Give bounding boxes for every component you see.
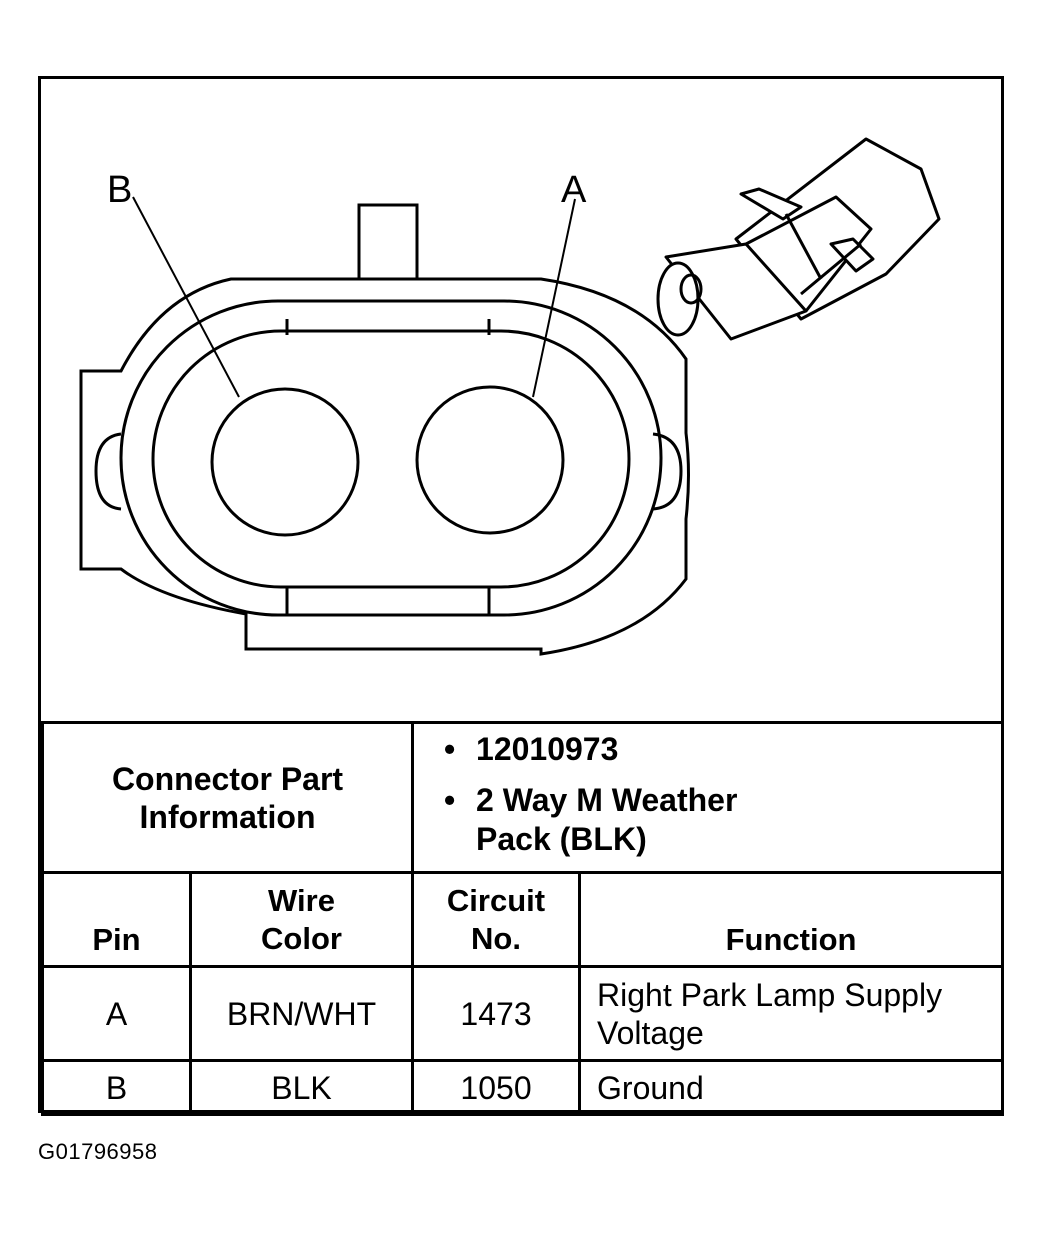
row-b-function: Ground (578, 1059, 1005, 1116)
header-circuit-no: Circuit No. (411, 871, 582, 968)
header-function: Function (578, 871, 1005, 968)
row-a-pin: A (41, 965, 192, 1062)
row-a-wire-color: BRN/WHT (188, 965, 415, 1062)
connector-housing (79, 277, 690, 656)
table-row: A BRN/WHT 1473 Right Park Lamp Supply Vo… (41, 965, 1005, 1062)
pin-label-b: B (107, 169, 132, 211)
leader-line-b (132, 196, 240, 398)
leader-line-a (532, 198, 576, 398)
connector-part-info-values: 12010973 2 Way M Weather Pack (BLK) (411, 721, 1005, 874)
connector-inner-oval (151, 329, 631, 589)
connector-perspective-icon (656, 137, 941, 341)
connector-description: 2 Way M Weather Pack (BLK) (444, 781, 806, 859)
connector-part-info-label: Connector Part Information (40, 721, 415, 874)
pin-cavity-a (415, 385, 565, 535)
pin-label-a: A (561, 169, 587, 211)
row-a-function: Right Park Lamp Supply Voltage (578, 965, 1005, 1062)
figure-id: G01796958 (38, 1139, 158, 1164)
connector-face-diagram: B A (79, 137, 941, 656)
bottom-key-rib (285, 587, 491, 615)
row-a-circuit-no: 1473 (411, 965, 582, 1062)
top-key-rib (285, 319, 491, 335)
connector-part-number: 12010973 (444, 730, 1001, 769)
header-pin: Pin (41, 871, 192, 968)
housing-left-bump (94, 432, 122, 511)
connector-pin-table: Connector Part Information 12010973 2 Wa… (40, 721, 1005, 1116)
diagram-frame: B A Connector Part Information 1201 (38, 76, 1005, 1116)
table-row: B BLK 1050 Ground (41, 1059, 1005, 1116)
housing-right-bump (652, 432, 683, 511)
pin-cavity-b (210, 387, 360, 537)
header-wire-color: Wire Color (188, 871, 415, 968)
row-b-circuit-no: 1050 (411, 1059, 582, 1116)
row-b-pin: B (41, 1059, 192, 1116)
row-b-wire-color: BLK (188, 1059, 415, 1116)
connector-outer-oval (119, 299, 663, 617)
